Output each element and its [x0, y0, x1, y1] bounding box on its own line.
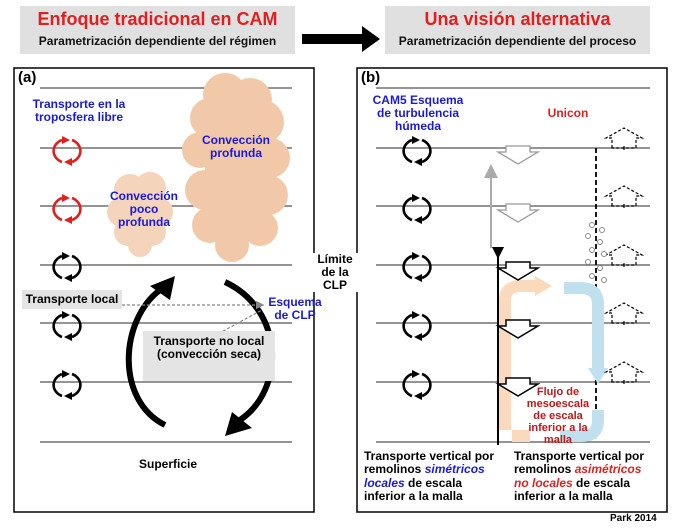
flux-arrow-black-2 [495, 319, 541, 339]
caption-asymmetric-line4: inferior a la malla [514, 489, 613, 504]
mesoscale-downdraft [564, 282, 604, 370]
flux-arrow-black-3 [495, 377, 541, 397]
caption-asymmetric: Transporte vertical por remolinos asimét… [514, 449, 664, 504]
flux-arrows [495, 145, 541, 397]
mesoscale-downdraft-head [588, 368, 608, 384]
right-eddy-1 [402, 136, 432, 166]
left-header-title: Enfoque tradicional en CAM [37, 9, 278, 29]
caption-asymmetric-line3-post: de escala [572, 475, 631, 490]
right-eddy-2 [402, 194, 432, 224]
nonlocal-transport-box: Transporte no local (convección seca) [143, 331, 275, 381]
caption-asymmetric-emphasis: asimétricos [574, 462, 642, 477]
surface-label: Superficie [138, 457, 198, 471]
caption-asymmetric-line1: Transporte vertical por [514, 449, 645, 463]
cam5-scheme-label: CAM5 Esquema de turbulencia húmeda [372, 93, 464, 133]
eddy-red-2 [52, 194, 82, 224]
right-eddy-4 [402, 311, 432, 341]
left-header: Enfoque tradicional en CAM Parametrizaci… [20, 6, 295, 54]
deep-convection-cloud [182, 73, 290, 262]
deep-convection-label: Convección profunda [201, 133, 270, 160]
flux-arrow-gray-1 [495, 145, 541, 165]
credit-label: Park 2014 [610, 513, 657, 524]
caption-asymmetric-line2-pre: remolinos [514, 462, 575, 477]
eddy-red-1 [52, 136, 82, 166]
right-eddy-5 [402, 370, 432, 400]
mesoscale-updraft-head [535, 276, 552, 296]
caption-symmetric-line2-pre: remolinos [364, 462, 425, 477]
shallow-convection-cloud [107, 172, 173, 257]
caption-asymmetric-line3: no locales de escala [514, 475, 664, 490]
eddy-black-3 [52, 370, 82, 400]
right-header-title: Una visión alternativa [424, 9, 611, 29]
right-panel-label: (b) [361, 69, 381, 86]
nonlocal-to-pbl-arrow [213, 309, 263, 337]
caption-symmetric-line3-post: de escala [404, 475, 463, 490]
caption-symmetric-line3: locales de escala [364, 475, 514, 490]
left-header-subtitle: Parametrización dependiente del régimen [38, 34, 277, 48]
caption-asymmetric-nonlocal: no locales [514, 475, 573, 490]
eddy-black-1 [52, 252, 82, 282]
left-eddies [52, 136, 82, 400]
pbl-scheme-label: Esquema de CLP [268, 295, 322, 322]
caption-symmetric-line1: Transporte vertical por [364, 449, 495, 463]
plume-2 [603, 185, 645, 207]
caption-symmetric: Transporte vertical por remolinos simétr… [364, 449, 514, 504]
caption-symmetric-local: locales [364, 475, 405, 490]
caption-symmetric-line4: inferior a la malla [364, 489, 463, 504]
precipitation-drops [585, 222, 607, 283]
left-panel-label: (a) [18, 69, 37, 86]
local-transport-box: Transporte local [22, 290, 122, 309]
right-eddy-3 [402, 252, 432, 282]
caption-asymmetric-line2: remolinos asimétricos [514, 463, 664, 476]
unicon-plumes [603, 127, 645, 383]
plume-3 [603, 244, 645, 266]
plume-5 [603, 361, 645, 383]
right-eddies [402, 136, 432, 400]
local-transport-label: Transporte local [25, 292, 119, 306]
free-troposphere-label: Transporte en la troposfera libre [32, 97, 126, 124]
flux-arrow-gray-2 [495, 203, 541, 223]
header-arrow [302, 26, 380, 52]
mesoscale-return-blue [560, 410, 604, 442]
caption-symmetric-emphasis: simétricos [424, 462, 485, 477]
mesoscale-flow-label: Flujo de mesoescala de escala inferior a… [526, 386, 590, 446]
eddy-black-2 [52, 311, 82, 341]
mesoscale-updraft [499, 280, 538, 430]
pbl-top-label: Límite de la CLP [312, 253, 358, 292]
plume-1 [603, 127, 645, 149]
shallow-convection-label: Convección poco profunda [109, 189, 178, 229]
nonlocal-transport-label: Transporte no local (convección seca) [153, 334, 265, 362]
right-header: Una visión alternativa Parametrización d… [385, 6, 650, 54]
caption-symmetric-line2: remolinos simétricos [364, 463, 514, 476]
unicon-label: Unicon [547, 106, 589, 120]
flux-arrow-black-1 [495, 261, 541, 281]
plume-4 [603, 302, 645, 324]
right-header-subtitle: Parametrización dependiente del proceso [398, 34, 637, 48]
